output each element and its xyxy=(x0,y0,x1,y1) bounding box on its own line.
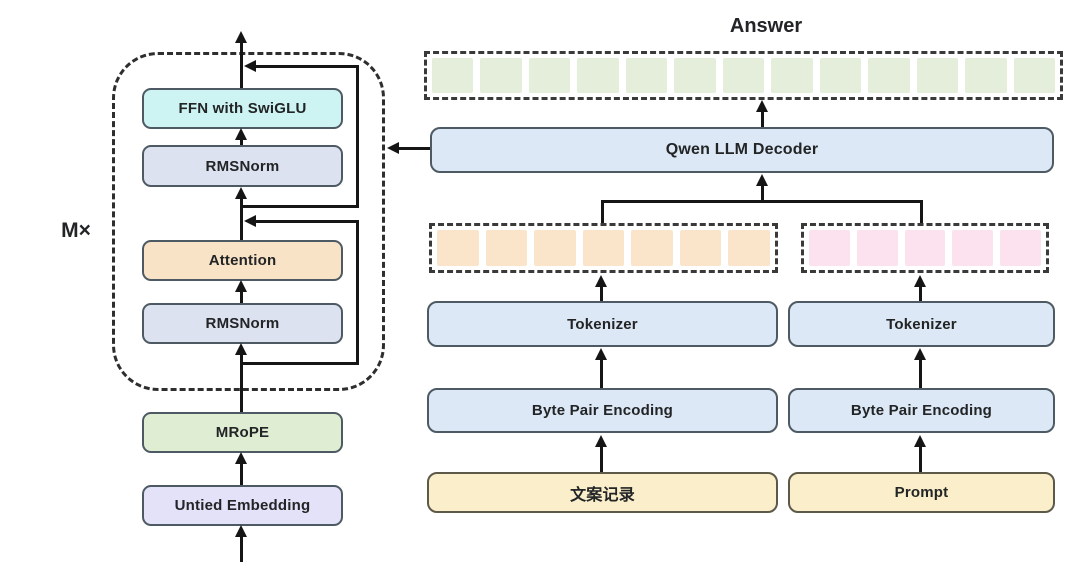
rmsnorm-to-attention-arrowhead-icon xyxy=(235,280,247,292)
token-cell xyxy=(771,58,813,93)
token-cell xyxy=(534,230,576,266)
embedding-input-arrowhead-icon xyxy=(235,525,247,537)
token-cell xyxy=(485,230,528,266)
token-cell xyxy=(631,230,673,266)
bpe-left-output-line xyxy=(600,359,603,388)
decoder-to-layer-arrowhead-icon xyxy=(387,142,399,154)
token-cell xyxy=(480,58,522,93)
attention-residual-tap-line xyxy=(241,362,359,365)
decoder-to-answer-arrowhead-icon xyxy=(756,100,768,112)
layer-output-arrowhead-icon xyxy=(235,31,247,43)
token-cell xyxy=(582,230,625,266)
bpe-left-block: Byte Pair Encoding xyxy=(427,388,778,433)
input-text-block: 文案记录 xyxy=(427,472,778,513)
bpe-right-output-line xyxy=(919,359,922,388)
merge-to-decoder-line xyxy=(761,185,764,202)
input-right-output-line xyxy=(919,446,922,472)
token-cell xyxy=(722,58,765,93)
decoder-to-layer-line xyxy=(398,147,430,150)
embedding-input-line xyxy=(240,536,243,562)
answer-label: Answer xyxy=(729,15,803,37)
merge-right-riser-line xyxy=(920,200,923,223)
token-cell xyxy=(674,58,716,93)
ffn-residual-top-line xyxy=(255,65,359,68)
transformer-layer-dashed-box xyxy=(112,52,385,391)
bpe-left-output-arrowhead-icon xyxy=(595,348,607,360)
tokenizer-right-output-line xyxy=(919,286,922,301)
input-right-output-arrowhead-icon xyxy=(914,435,926,447)
untied-embedding-block: Untied Embedding xyxy=(142,485,343,526)
token-cell xyxy=(625,58,668,93)
attention-residual-side-line xyxy=(356,220,359,365)
token-cell xyxy=(809,230,850,266)
attention-residual-top-line xyxy=(255,220,359,223)
ffn-block: FFN with SwiGLU xyxy=(142,88,343,129)
tokenizer-right-output-arrowhead-icon xyxy=(914,275,926,287)
token-cell xyxy=(1013,58,1056,93)
token-cell xyxy=(904,230,946,266)
answer-token-strip xyxy=(424,51,1063,100)
attention-residual-arrowhead-icon xyxy=(244,215,256,227)
layer-output-line xyxy=(240,43,243,88)
rmsnorm-to-attention-line xyxy=(240,291,243,303)
multiplier-label: M× xyxy=(61,219,91,242)
token-cell xyxy=(856,230,898,266)
decoder-to-answer-line xyxy=(761,111,764,127)
mrope-output-line xyxy=(240,354,243,412)
rmsnorm-to-ffn-arrowhead-icon xyxy=(235,128,247,140)
token-cell xyxy=(679,230,722,266)
prompt-block: Prompt xyxy=(788,472,1055,513)
context-token-strip xyxy=(429,223,778,273)
ffn-residual-tap-line xyxy=(241,205,359,208)
qwen-decoder-block: Qwen LLM Decoder xyxy=(430,127,1054,173)
embedding-to-mrope-line xyxy=(240,463,243,485)
merge-to-decoder-arrowhead-icon xyxy=(756,174,768,186)
into-rmsnorm-top-arrowhead-icon xyxy=(235,187,247,199)
tokenizer-right-block: Tokenizer xyxy=(788,301,1055,347)
rmsnorm-top-block: RMSNorm xyxy=(142,145,343,187)
token-cell xyxy=(965,58,1007,93)
token-cell xyxy=(437,230,479,266)
input-left-output-line xyxy=(600,446,603,472)
token-cell xyxy=(952,230,994,266)
token-cell xyxy=(432,58,474,93)
bpe-right-output-arrowhead-icon xyxy=(914,348,926,360)
tokenizer-left-block: Tokenizer xyxy=(427,301,778,347)
mrope-block: MRoPE xyxy=(142,412,343,453)
attention-output-line xyxy=(240,194,243,240)
into-rmsnorm-bottom-arrowhead-icon xyxy=(235,343,247,355)
token-cell xyxy=(868,58,910,93)
embedding-to-mrope-arrowhead-icon xyxy=(235,452,247,464)
token-cell xyxy=(819,58,862,93)
token-cell xyxy=(528,58,571,93)
token-cell xyxy=(577,58,619,93)
attention-block: Attention xyxy=(142,240,343,281)
merge-left-riser-line xyxy=(601,200,604,223)
ffn-residual-arrowhead-icon xyxy=(244,60,256,72)
tokenizer-left-output-line xyxy=(600,286,603,301)
merge-horizontal-line xyxy=(601,200,923,203)
token-cell xyxy=(916,58,959,93)
token-cell xyxy=(728,230,771,266)
ffn-residual-side-line xyxy=(356,65,359,208)
token-cell xyxy=(1000,230,1041,266)
prompt-token-strip xyxy=(801,223,1049,273)
input-left-output-arrowhead-icon xyxy=(595,435,607,447)
rmsnorm-bottom-block: RMSNorm xyxy=(142,303,343,344)
tokenizer-left-output-arrowhead-icon xyxy=(595,275,607,287)
bpe-right-block: Byte Pair Encoding xyxy=(788,388,1055,433)
rmsnorm-to-ffn-line xyxy=(240,139,243,145)
